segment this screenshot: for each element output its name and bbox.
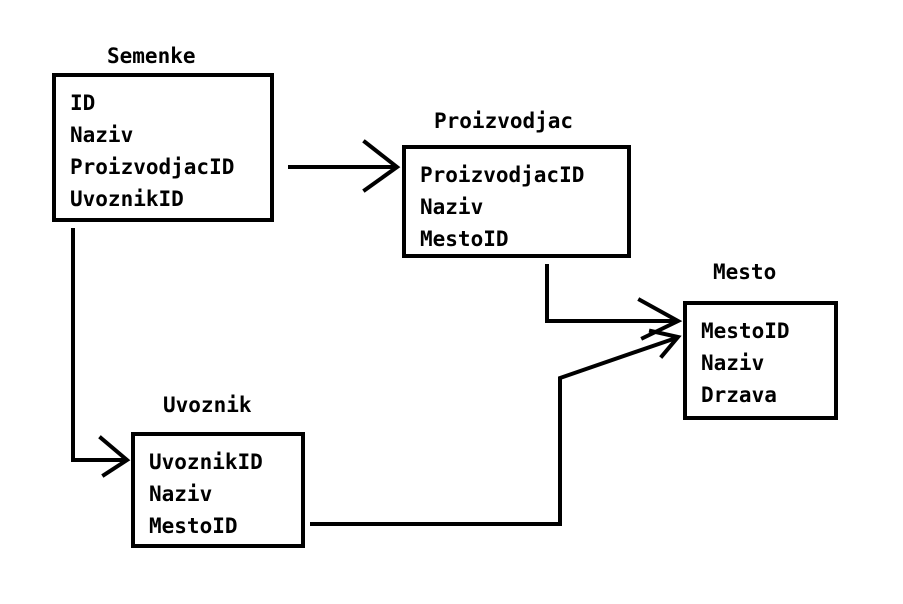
table-box-mesto: MestoID Naziv Drzava — [683, 301, 838, 420]
connector-proizvodjac-mesto — [545, 264, 678, 323]
table-title-uvoznik: Uvoznik — [163, 393, 252, 417]
connector-uvoznik-mesto — [310, 335, 679, 526]
table-box-proizvodjac: ProizvodjacID Naziv MestoID — [402, 145, 631, 258]
field-mestoid: MestoID — [149, 514, 238, 538]
table-title-mesto: Mesto — [713, 260, 777, 284]
table-title-semenke: Semenke — [107, 44, 196, 68]
field-proizvodjacid: ProizvodjacID — [70, 155, 235, 179]
arrowhead-proizvodjac — [362, 139, 401, 193]
field-uvoznikid: UvoznikID — [70, 187, 184, 211]
table-box-semenke: ID Naziv ProizvodjacID UvoznikID — [52, 73, 274, 222]
field-naziv: Naziv — [149, 482, 213, 506]
field-proizvodjacid: ProizvodjacID — [420, 163, 585, 187]
arrowhead-uvoznik — [98, 435, 131, 478]
field-id: ID — [70, 91, 96, 115]
field-uvoznikid: UvoznikID — [149, 450, 263, 474]
field-mestoid: MestoID — [420, 227, 509, 251]
table-box-uvoznik: UvoznikID Naziv MestoID — [131, 432, 305, 548]
field-drzava: Drzava — [701, 383, 777, 407]
field-naziv: Naziv — [701, 351, 765, 375]
field-naziv: Naziv — [70, 123, 134, 147]
field-mestoid: MestoID — [701, 319, 790, 343]
table-title-proizvodjac: Proizvodjac — [434, 109, 574, 133]
field-naziv: Naziv — [420, 195, 484, 219]
connector-semenke-uvoznik — [71, 228, 127, 462]
arrowhead-mesto-bottom — [648, 328, 682, 359]
